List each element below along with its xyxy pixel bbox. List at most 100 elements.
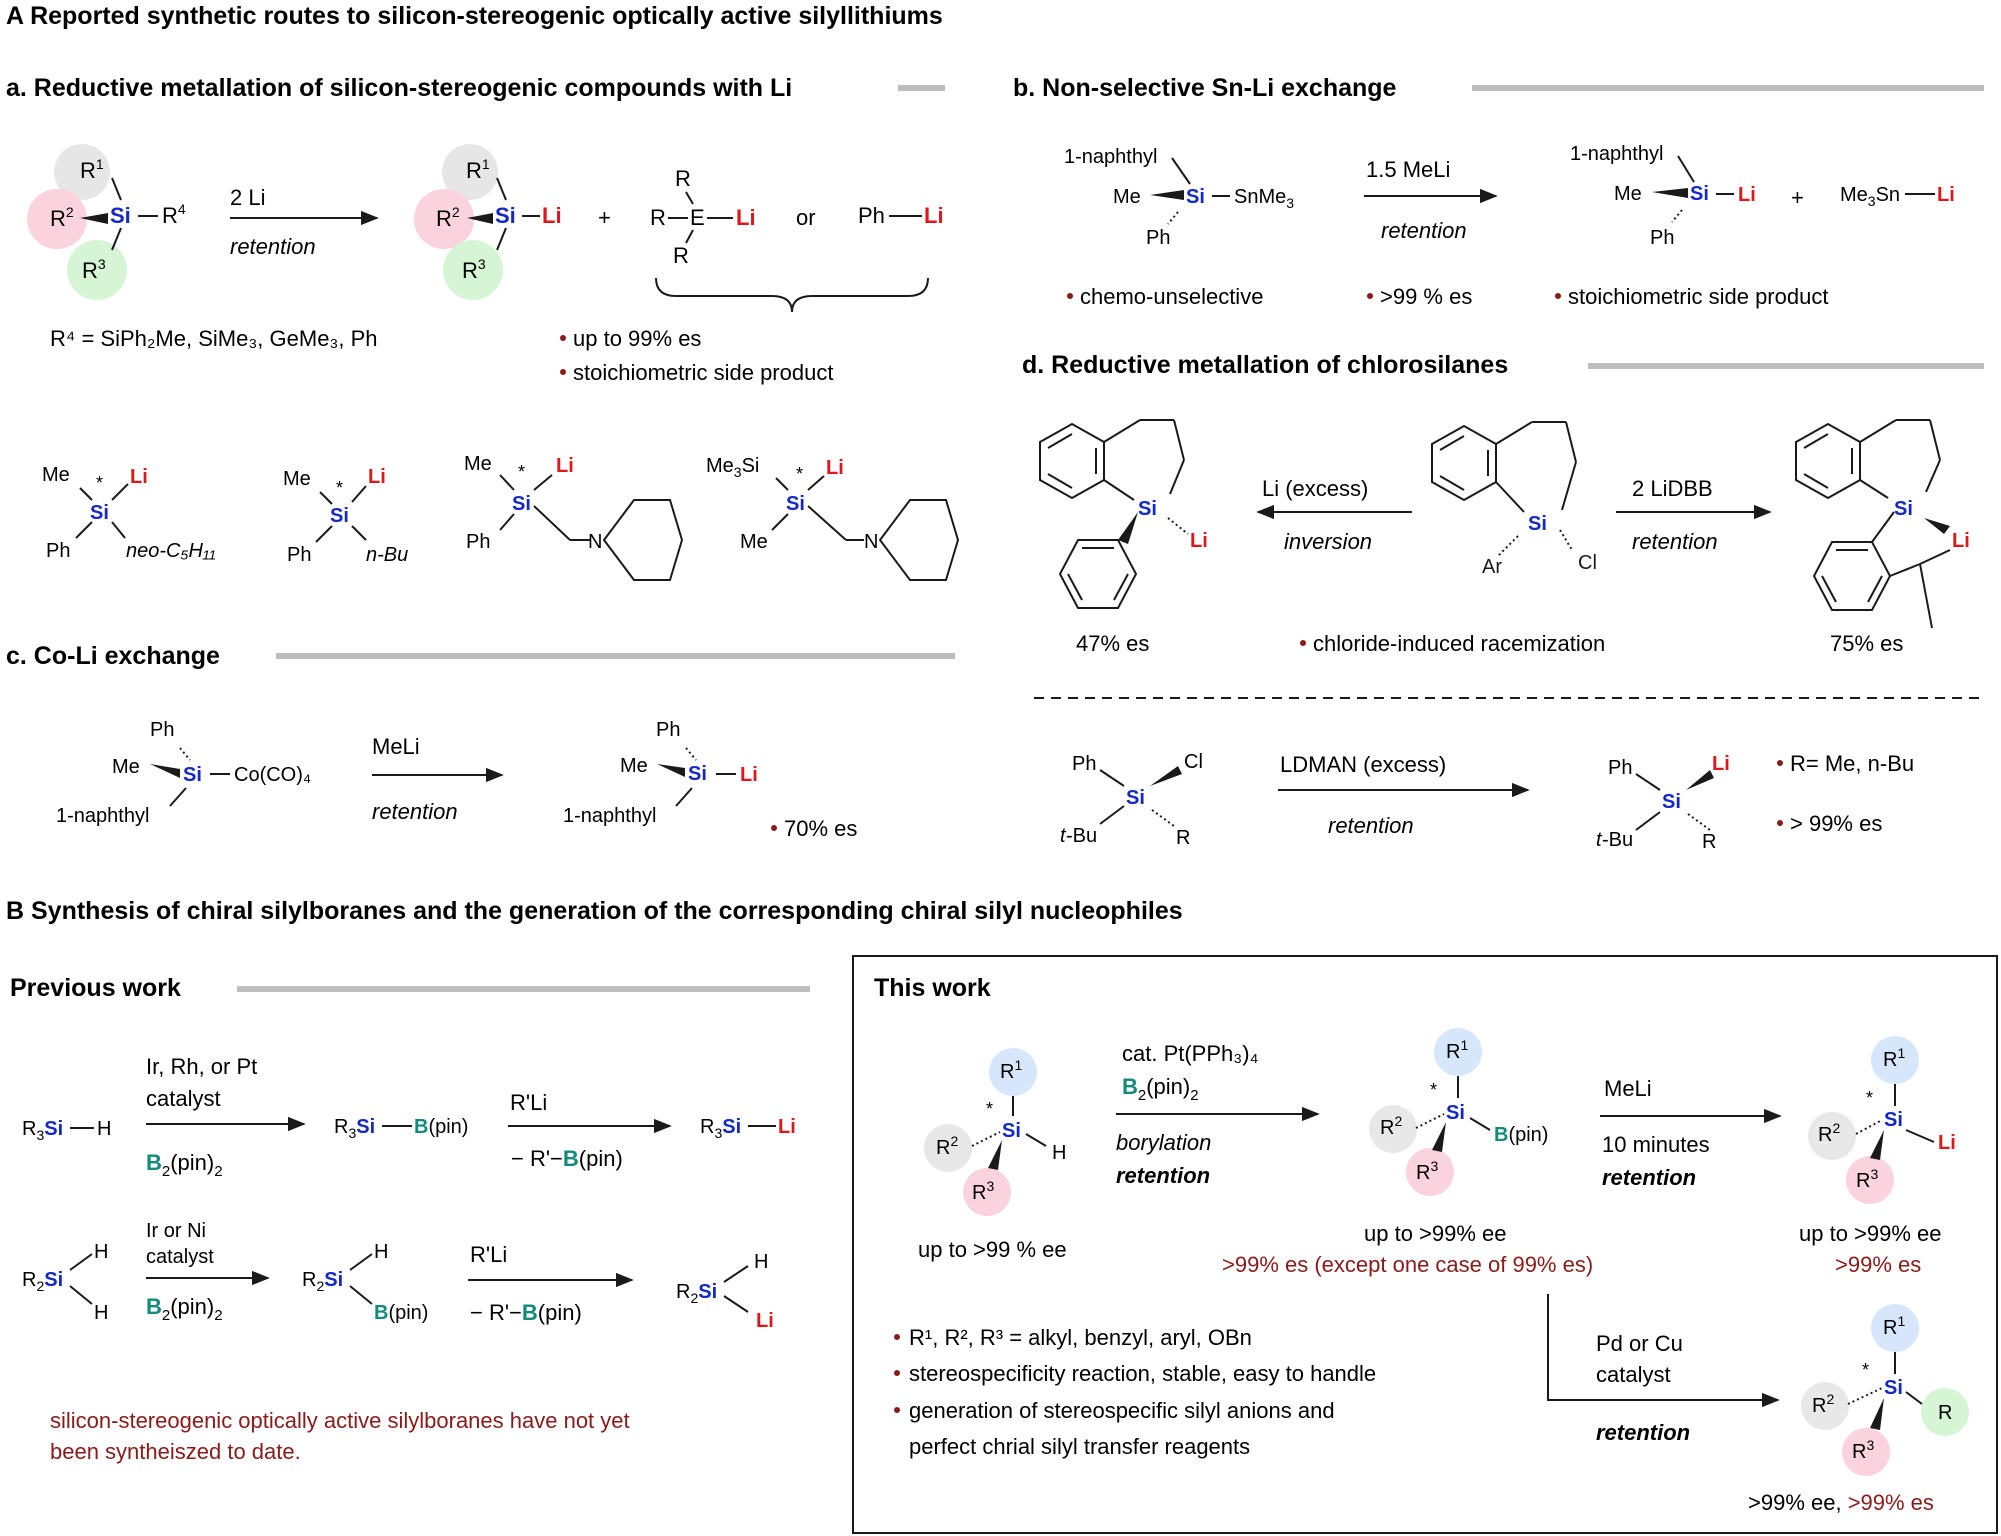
bullet-70es: 70% es <box>784 816 857 841</box>
bullet-stereospecific: stereospecificity reaction, stable, easy… <box>909 1361 1376 1386</box>
cond-10min: 10 minutes <box>1602 1132 1710 1157</box>
r2si-h-bpin: R2Si H B(pin) <box>302 1241 428 1324</box>
ee-hydrosilane: up to >99 % ee <box>918 1237 1067 1262</box>
cond-retention-1: retention <box>1116 1163 1210 1188</box>
svg-text:Me: Me <box>1113 186 1141 208</box>
reagent-meli: MeLi <box>372 734 420 759</box>
svg-text:*: * <box>986 1099 993 1119</box>
bullet-generation: generation of stereospecific silyl anion… <box>909 1398 1335 1423</box>
svg-text:Li: Li <box>736 205 756 230</box>
plus-sign: + <box>598 205 611 230</box>
example-4: Me3Si * Li Si Me N <box>706 455 960 581</box>
silyllithium-left: Si Li <box>1039 419 1208 609</box>
byproduct-2: − R'−B(pin) <box>470 1300 582 1325</box>
svg-text:R2Si: R2Si <box>22 1269 63 1294</box>
cond-retention-2: retention <box>1602 1165 1696 1190</box>
bullet-racemization: chloride-induced racemization <box>1313 631 1605 656</box>
es-final: >99% es <box>1848 1490 1934 1515</box>
reagent-rli-2: R'Li <box>470 1242 507 1267</box>
section-b-title: B Synthesis of chiral silylboranes and t… <box>6 897 1183 925</box>
es-75: 75% es <box>1830 631 1903 656</box>
svg-text:Li: Li <box>368 466 386 488</box>
stannylsilane: 1-naphthyl Me Si SnMe3 Ph <box>1064 146 1294 249</box>
subsection-c-title: c. Co-Li exchange <box>6 642 220 670</box>
es-silylborane: >99% es (except one case of 99% es) <box>1222 1252 1593 1277</box>
svg-text:Li: Li <box>1937 184 1955 206</box>
svg-text:*: * <box>1430 1080 1437 1100</box>
svg-text:*: * <box>796 464 803 484</box>
reagent-2lidbb: 2 LiDBB <box>1632 476 1713 501</box>
bullet-chemo: chemo-unselective <box>1080 284 1263 309</box>
example-1: Me * Li Si Ph neo-C₅H₁₁ <box>42 464 216 562</box>
catalyst-label-3: catalyst <box>1596 1362 1671 1387</box>
b2pin2-this: B2(pin)2 <box>1122 1074 1199 1104</box>
svg-text:Me: Me <box>112 756 140 778</box>
silyllithium-right: Si Li <box>1795 419 1970 629</box>
svg-text:Li: Li <box>1738 184 1756 206</box>
example-3: Me * Li Si Ph N <box>464 453 684 581</box>
svg-text:Me3Sn: Me3Sn <box>1840 184 1900 209</box>
svg-text:Cl: Cl <box>1184 751 1203 773</box>
r4-definition: R⁴ = SiPh₂Me, SiMe₃, GeMe₃, Ph <box>50 326 378 351</box>
bullet-99es: >99 % es <box>1380 284 1472 309</box>
svg-text:1-naphthyl: 1-naphthyl <box>1570 143 1663 165</box>
svg-text:-Bu: -Bu <box>1602 829 1633 851</box>
svg-text:Si: Si <box>1690 183 1709 205</box>
chiral-silylborane: R1 R2 R3 * Si B(pin) <box>1369 1028 1548 1196</box>
bullet-generation-cont: perfect chrial silyl transfer reagents <box>909 1434 1250 1459</box>
svg-text:SnMe3: SnMe3 <box>1234 186 1294 211</box>
svg-text:Si: Si <box>1002 1120 1021 1142</box>
bullet-stoich: stoichiometric side product <box>1568 284 1828 309</box>
svg-text:B(pin): B(pin) <box>1494 1124 1548 1146</box>
svg-text:Si: Si <box>1528 513 1547 535</box>
svg-text:Me: Me <box>42 464 70 486</box>
svg-text:Si: Si <box>1884 1377 1903 1399</box>
arrow-down-right <box>1547 1294 1780 1408</box>
svg-text:Ph: Ph <box>656 719 680 741</box>
plus-sign: + <box>1791 185 1804 210</box>
chiral-silyllithium: R1 R2 R3 * Si Li <box>1808 1036 1956 1204</box>
svg-text:R2Si: R2Si <box>302 1269 343 1294</box>
svg-text:Si: Si <box>1894 498 1913 520</box>
chlorosilane-bottom: Ph Si Cl t-Bu R <box>1060 751 1203 849</box>
svg-text:H: H <box>1052 1142 1066 1164</box>
svg-text:R3Si: R3Si <box>334 1116 375 1141</box>
svg-text:Ph: Ph <box>1608 757 1632 779</box>
svg-text:t: t <box>1596 829 1603 851</box>
catalyst-label-2: catalyst <box>146 1246 214 1268</box>
condition-retention: retention <box>230 234 316 259</box>
svg-text:-Bu: -Bu <box>1066 825 1097 847</box>
svg-text:Me: Me <box>620 755 648 777</box>
svg-text:Me: Me <box>1614 183 1642 205</box>
svg-text:R: R <box>1176 827 1190 849</box>
svg-text:R: R <box>673 243 689 268</box>
svg-text:R: R <box>1702 831 1716 853</box>
svg-text:Co(CO)₄: Co(CO)₄ <box>234 764 311 786</box>
svg-text:Li: Li <box>756 1310 774 1332</box>
svg-text:Si: Si <box>1446 1102 1465 1124</box>
silyllithium-bottom: Ph Si Li t-Bu R <box>1596 753 1730 853</box>
r3si-bpin: R3Si B(pin) <box>334 1116 468 1141</box>
svg-text:1-naphthyl: 1-naphthyl <box>1064 146 1157 168</box>
svg-text:Ph: Ph <box>1072 753 1096 775</box>
svg-text:Li: Li <box>826 457 844 479</box>
cond-retention-3: retention <box>1596 1420 1690 1445</box>
condition-inversion: inversion <box>1284 529 1372 554</box>
ee-silyllithium: up to >99% ee <box>1799 1221 1942 1246</box>
previous-work-title: Previous work <box>10 974 181 1002</box>
svg-text:N: N <box>588 531 602 553</box>
svg-text:Ph: Ph <box>150 719 174 741</box>
or-text: or <box>796 205 816 230</box>
r3si-h: R3Si H <box>22 1118 111 1143</box>
svg-text:Ph: Ph <box>1650 227 1674 249</box>
catalyst-label: catalyst <box>146 1086 221 1111</box>
svg-text:R4: R4 <box>162 201 186 228</box>
svg-text:*: * <box>1862 1360 1869 1380</box>
svg-text:Ph: Ph <box>287 544 311 566</box>
svg-text:Ph: Ph <box>858 203 885 228</box>
es-47: 47% es <box>1076 631 1149 656</box>
svg-text:Li: Li <box>924 203 944 228</box>
svg-text:*: * <box>336 478 343 498</box>
svg-text:Ph: Ph <box>1146 227 1170 249</box>
svg-text:R3Si: R3Si <box>22 1118 63 1143</box>
